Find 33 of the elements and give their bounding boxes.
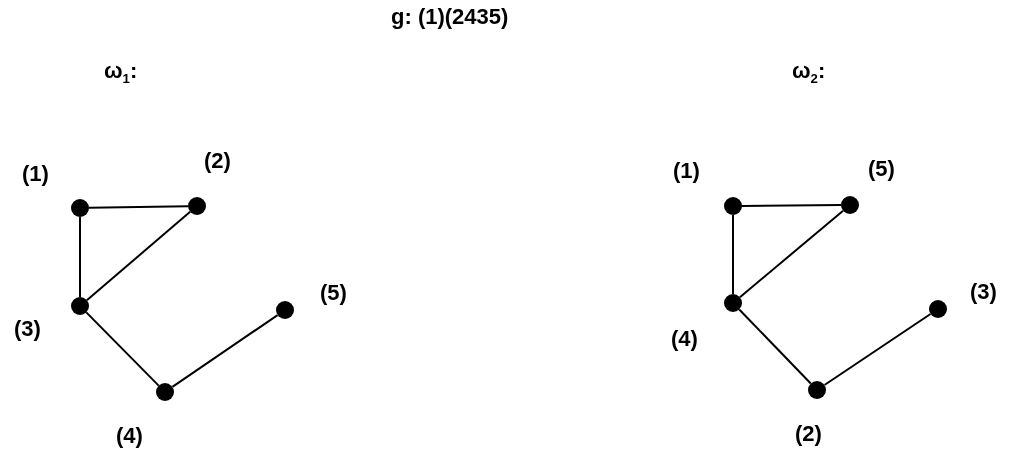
graph-label: ω$_{2}$:: [792, 60, 826, 85]
vertex-dot: [71, 297, 89, 315]
vertex-label: (1): [22, 163, 49, 185]
graph-edge: [738, 209, 845, 299]
vertex-dot: [724, 294, 742, 312]
vertex-dot: [929, 300, 947, 318]
vertex-label: (3): [14, 318, 41, 340]
title: g: (1)(2435): [391, 6, 509, 28]
graph-edge: [823, 313, 932, 386]
vertex-label: (3): [970, 281, 997, 303]
graph-edge: [85, 210, 192, 302]
vertex-label: (1): [673, 160, 700, 182]
vertex-label: (4): [116, 425, 143, 447]
vertex-label: (5): [320, 282, 347, 304]
graph-edge: [732, 214, 734, 295]
vertex-dot: [841, 196, 859, 214]
vertex-label: (2): [795, 423, 822, 445]
vertex-dot: [71, 199, 89, 217]
vertex-dot: [808, 381, 826, 399]
vertex-label: (5): [868, 158, 895, 180]
graph-label: ω$_{1}$:: [104, 60, 138, 85]
vertex-dot: [276, 301, 294, 319]
vertex-dot: [188, 197, 206, 215]
graph-edge: [171, 314, 279, 388]
graph-edge: [85, 311, 160, 387]
vertex-dot: [156, 383, 174, 401]
graph-edge: [741, 204, 842, 207]
vertex-dot: [724, 197, 742, 215]
vertex-label: (4): [671, 328, 698, 350]
graph-edge: [79, 216, 81, 298]
vertex-label: (2): [204, 150, 231, 172]
graph-edge: [738, 308, 812, 385]
graph-edge: [88, 205, 189, 209]
